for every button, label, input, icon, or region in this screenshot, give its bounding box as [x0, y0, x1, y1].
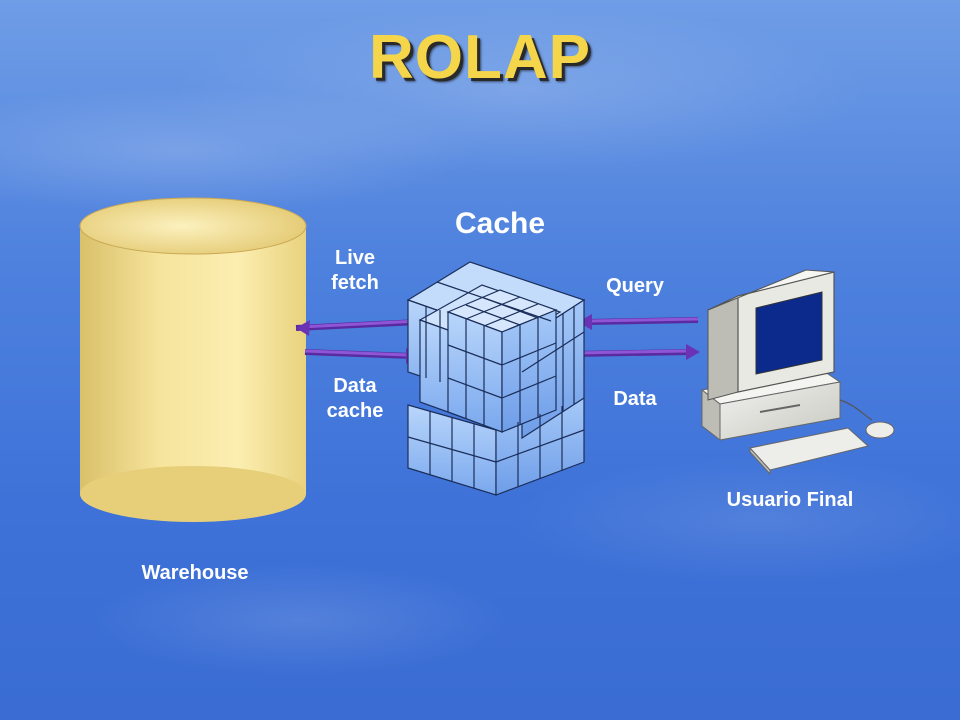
- data-arrow: [573, 344, 700, 360]
- query-label: Query: [606, 275, 664, 297]
- cache-title: Cache: [454, 207, 546, 240]
- computer-icon: [700, 269, 895, 476]
- data-cache-arrow: [304, 348, 420, 364]
- warehouse-label: Warehouse: [141, 562, 249, 584]
- warehouse-cylinder: [79, 197, 307, 522]
- cache-cube: [406, 261, 586, 496]
- live-fetch-arrow: [295, 319, 419, 336]
- slide-title: ROLAP: [369, 23, 591, 92]
- data-cache-label: Data cache: [326, 375, 384, 422]
- end-user-label: Usuario Final: [726, 489, 854, 511]
- data-label: Data: [613, 388, 657, 410]
- live-fetch-label: Live fetch: [331, 247, 379, 294]
- query-arrow: [578, 314, 699, 330]
